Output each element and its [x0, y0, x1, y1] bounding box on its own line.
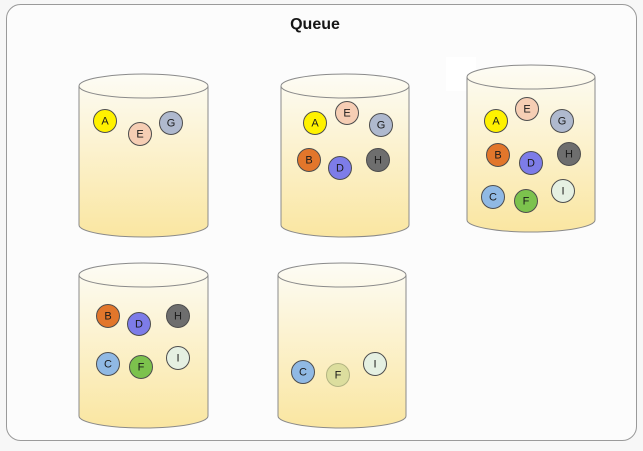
queue-item-E[interactable]: E — [128, 122, 152, 146]
ball-label: F — [335, 370, 342, 382]
ball-circle — [166, 346, 190, 370]
ball-label: I — [373, 359, 376, 371]
ball-circle — [486, 143, 510, 167]
ball-label: G — [558, 116, 567, 128]
ball-label: A — [311, 118, 319, 130]
queue-item-F[interactable]: F — [129, 355, 153, 379]
ball-circle — [519, 151, 543, 175]
ball-circle — [129, 355, 153, 379]
ball-circle — [93, 109, 117, 133]
queue-bucket-3[interactable]: A E G B D H C F I — [466, 64, 596, 233]
ball-label: B — [305, 155, 312, 167]
ball-label: C — [489, 192, 497, 204]
ball-circle — [303, 111, 327, 135]
ball-circle — [363, 352, 387, 376]
ball-circle — [128, 122, 152, 146]
ball-circle — [369, 113, 393, 137]
ball-label: F — [523, 196, 530, 208]
ball-label: H — [565, 149, 573, 161]
queue-item-A[interactable]: A — [303, 111, 327, 135]
queue-item-C[interactable]: C — [291, 360, 315, 384]
ball-circle — [291, 360, 315, 384]
queue-item-H[interactable]: H — [166, 304, 190, 328]
diagram-title: Queue — [290, 16, 340, 33]
ball-label: C — [299, 367, 307, 379]
queue-item-B[interactable]: B — [96, 304, 120, 328]
ball-circle — [326, 363, 350, 387]
queue-item-D[interactable]: D — [328, 156, 352, 180]
bucket-body — [78, 275, 209, 429]
ball-label: E — [523, 104, 530, 116]
queue-item-B[interactable]: B — [297, 148, 321, 172]
ball-label: G — [377, 120, 386, 132]
ball-circle — [550, 109, 574, 133]
queue-item-B[interactable]: B — [486, 143, 510, 167]
bucket-rim — [78, 262, 209, 288]
ball-circle — [481, 185, 505, 209]
queue-item-D[interactable]: D — [519, 151, 543, 175]
queue-item-G[interactable]: G — [369, 113, 393, 137]
ball-circle — [514, 189, 538, 213]
ball-circle — [366, 148, 390, 172]
ball-label: E — [136, 129, 143, 141]
ball-circle — [484, 109, 508, 133]
bucket-rim — [78, 73, 209, 99]
ball-label: F — [138, 362, 145, 374]
ball-circle — [127, 312, 151, 336]
queue-item-A[interactable]: A — [484, 109, 508, 133]
queue-item-I[interactable]: I — [363, 352, 387, 376]
ball-label: B — [104, 311, 111, 323]
ball-circle — [557, 142, 581, 166]
bucket-rim — [466, 64, 596, 90]
ball-circle — [297, 148, 321, 172]
ball-label: H — [374, 155, 382, 167]
queue-item-C[interactable]: C — [96, 352, 120, 376]
ball-label: A — [101, 116, 109, 128]
queue-bucket-2[interactable]: A E G B D H — [280, 73, 410, 238]
queue-item-F-faded[interactable]: F — [326, 363, 350, 387]
queue-item-I[interactable]: I — [166, 346, 190, 370]
bucket-rim — [280, 73, 410, 99]
ball-circle — [166, 304, 190, 328]
queue-bucket-1[interactable]: A E G — [78, 73, 209, 238]
ball-circle — [328, 156, 352, 180]
ball-circle — [335, 101, 359, 125]
ball-circle — [96, 304, 120, 328]
queue-item-G[interactable]: G — [159, 111, 183, 135]
queue-item-H[interactable]: H — [366, 148, 390, 172]
bucket-body — [78, 86, 209, 238]
ball-label: C — [104, 359, 112, 371]
queue-item-I[interactable]: I — [551, 179, 575, 203]
ball-label: I — [176, 353, 179, 365]
queue-item-C[interactable]: C — [481, 185, 505, 209]
ball-label: E — [343, 108, 350, 120]
bucket-body — [277, 275, 407, 429]
queue-item-D[interactable]: D — [127, 312, 151, 336]
ball-label: D — [135, 319, 143, 331]
queue-item-E[interactable]: E — [335, 101, 359, 125]
ball-label: A — [492, 116, 500, 128]
ball-label: I — [561, 186, 564, 198]
ball-circle — [551, 179, 575, 203]
queue-item-G[interactable]: G — [550, 109, 574, 133]
ball-label: G — [167, 118, 176, 130]
ball-circle — [159, 111, 183, 135]
queue-bucket-4[interactable]: B D H C F I — [78, 262, 209, 429]
ball-label: H — [174, 311, 182, 323]
queue-item-F[interactable]: F — [514, 189, 538, 213]
ball-label: D — [527, 158, 535, 170]
ball-circle — [515, 97, 539, 121]
queue-item-A[interactable]: A — [93, 109, 117, 133]
queue-item-H[interactable]: H — [557, 142, 581, 166]
ball-circle — [96, 352, 120, 376]
ball-label: B — [494, 150, 501, 162]
ball-label: D — [336, 163, 344, 175]
queue-item-E[interactable]: E — [515, 97, 539, 121]
bucket-rim — [277, 262, 407, 288]
